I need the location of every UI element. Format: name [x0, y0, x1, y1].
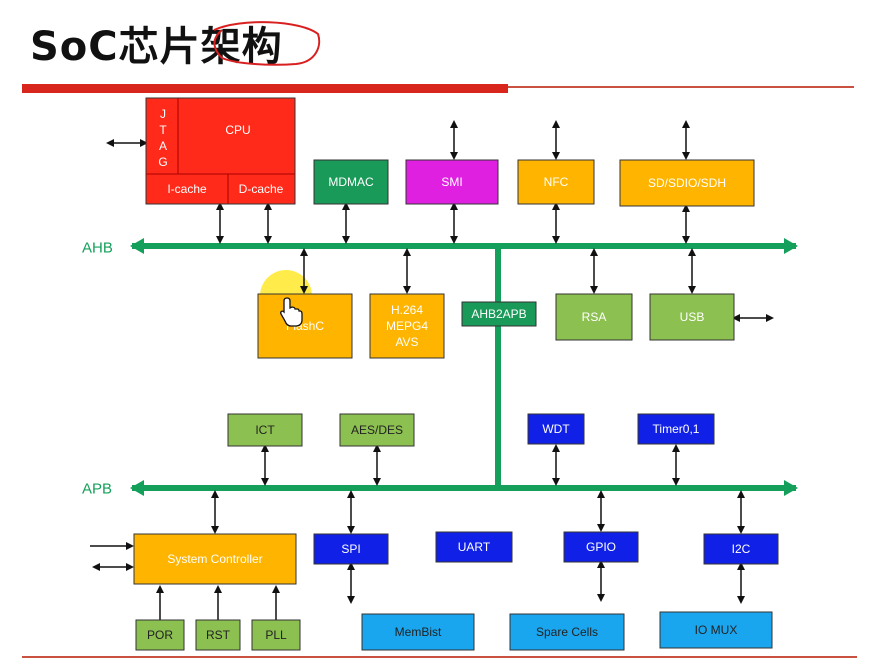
sysctrl-label: System Controller: [167, 552, 262, 566]
sdio-block: [619, 159, 755, 207]
mdmac-label: MDMAC: [328, 175, 374, 189]
usb-block: [649, 293, 735, 341]
rst-block: [195, 619, 241, 651]
ict-label: ICT: [255, 423, 275, 437]
uart-label: UART: [458, 540, 491, 554]
por-label: POR: [147, 628, 173, 642]
ahb-label: AHB: [82, 240, 113, 257]
connector-arrows: [90, 120, 774, 620]
aesdes-label: AES/DES: [351, 423, 403, 437]
pll-block: [251, 619, 301, 651]
footer-divider-line: [22, 656, 857, 658]
jtag-letter: T: [159, 123, 167, 137]
smi-label: SMI: [441, 175, 462, 189]
timer-block: [637, 413, 715, 445]
wdt-label: WDT: [542, 422, 570, 436]
gpio-label: GPIO: [586, 540, 616, 554]
rsa-label: RSA: [582, 310, 607, 324]
cpu-label: CPU: [225, 123, 250, 137]
uart-block: [435, 531, 513, 563]
title-underline-bar: [22, 84, 508, 93]
jtag-letter: J: [160, 107, 166, 121]
cpu-block: [145, 97, 296, 205]
rsa-block: [555, 293, 633, 341]
flashc-block: [257, 293, 353, 359]
timer-label: Timer0,1: [653, 422, 700, 436]
pll-label: PLL: [265, 628, 287, 642]
spare-cells-block: [509, 613, 625, 651]
membist-block: [361, 613, 475, 651]
jtag-letter: A: [159, 139, 167, 153]
sysctrl-block: [133, 533, 297, 585]
annotation-circle: [213, 21, 321, 66]
h264-label-line2: MEPG4: [386, 319, 428, 333]
ahb2apb-block: [461, 301, 537, 327]
apb-label: APB: [82, 481, 112, 498]
iomux-block: [659, 611, 773, 649]
h264-label-line3: AVS: [395, 335, 418, 349]
mdmac-block: [313, 159, 389, 205]
sdio-label: SD/SDIO/SDH: [648, 176, 726, 190]
gpio-block: [563, 531, 639, 563]
spi-block: [313, 533, 389, 565]
rst-label: RST: [206, 628, 231, 642]
wdt-block: [527, 413, 585, 445]
ict-block: [227, 413, 303, 447]
jtag-letter: G: [158, 155, 167, 169]
title-divider-line: [508, 86, 854, 88]
ahb2apb-label: AHB2APB: [471, 307, 526, 321]
smi-block: [405, 159, 499, 205]
aesdes-block: [339, 413, 415, 447]
spi-label: SPI: [341, 542, 360, 556]
membist-label: MemBist: [395, 625, 442, 639]
nfc-block: [517, 159, 595, 205]
h264-label-line1: H.264: [391, 303, 423, 317]
dcache-label: D-cache: [239, 182, 284, 196]
icache-label: I-cache: [167, 182, 207, 196]
i2c-label: I2C: [732, 542, 751, 556]
h264-block: [369, 293, 445, 359]
por-block: [135, 619, 185, 651]
hand-pointer-icon: [280, 297, 303, 327]
nfc-label: NFC: [544, 175, 569, 189]
usb-label: USB: [680, 310, 705, 324]
i2c-block: [703, 533, 779, 565]
iomux-label: IO MUX: [695, 623, 738, 637]
spare-cells-label: Spare Cells: [536, 625, 598, 639]
